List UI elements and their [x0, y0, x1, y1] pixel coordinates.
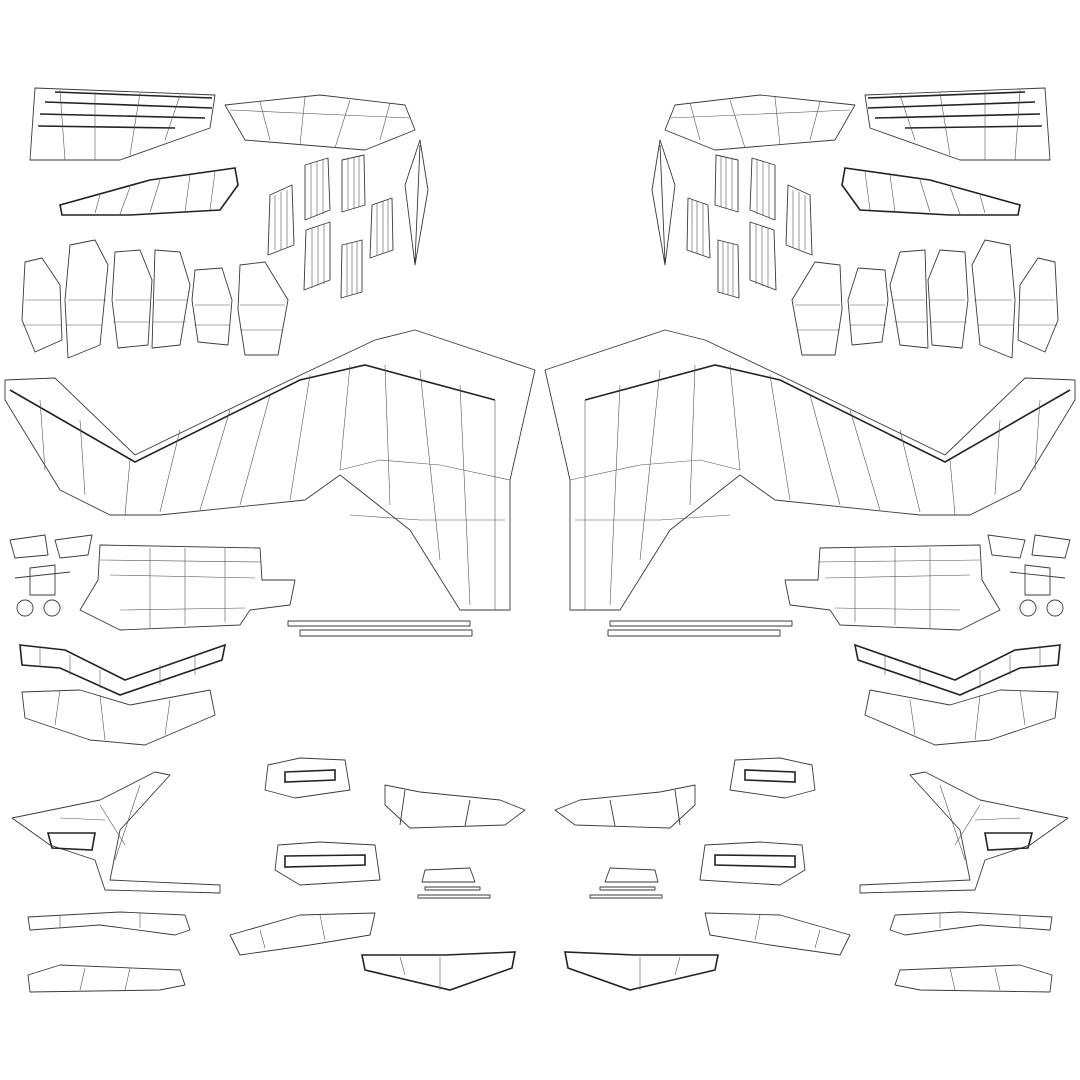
uv-right-half — [544, 87, 1076, 993]
uv-left-half — [4, 87, 536, 993]
